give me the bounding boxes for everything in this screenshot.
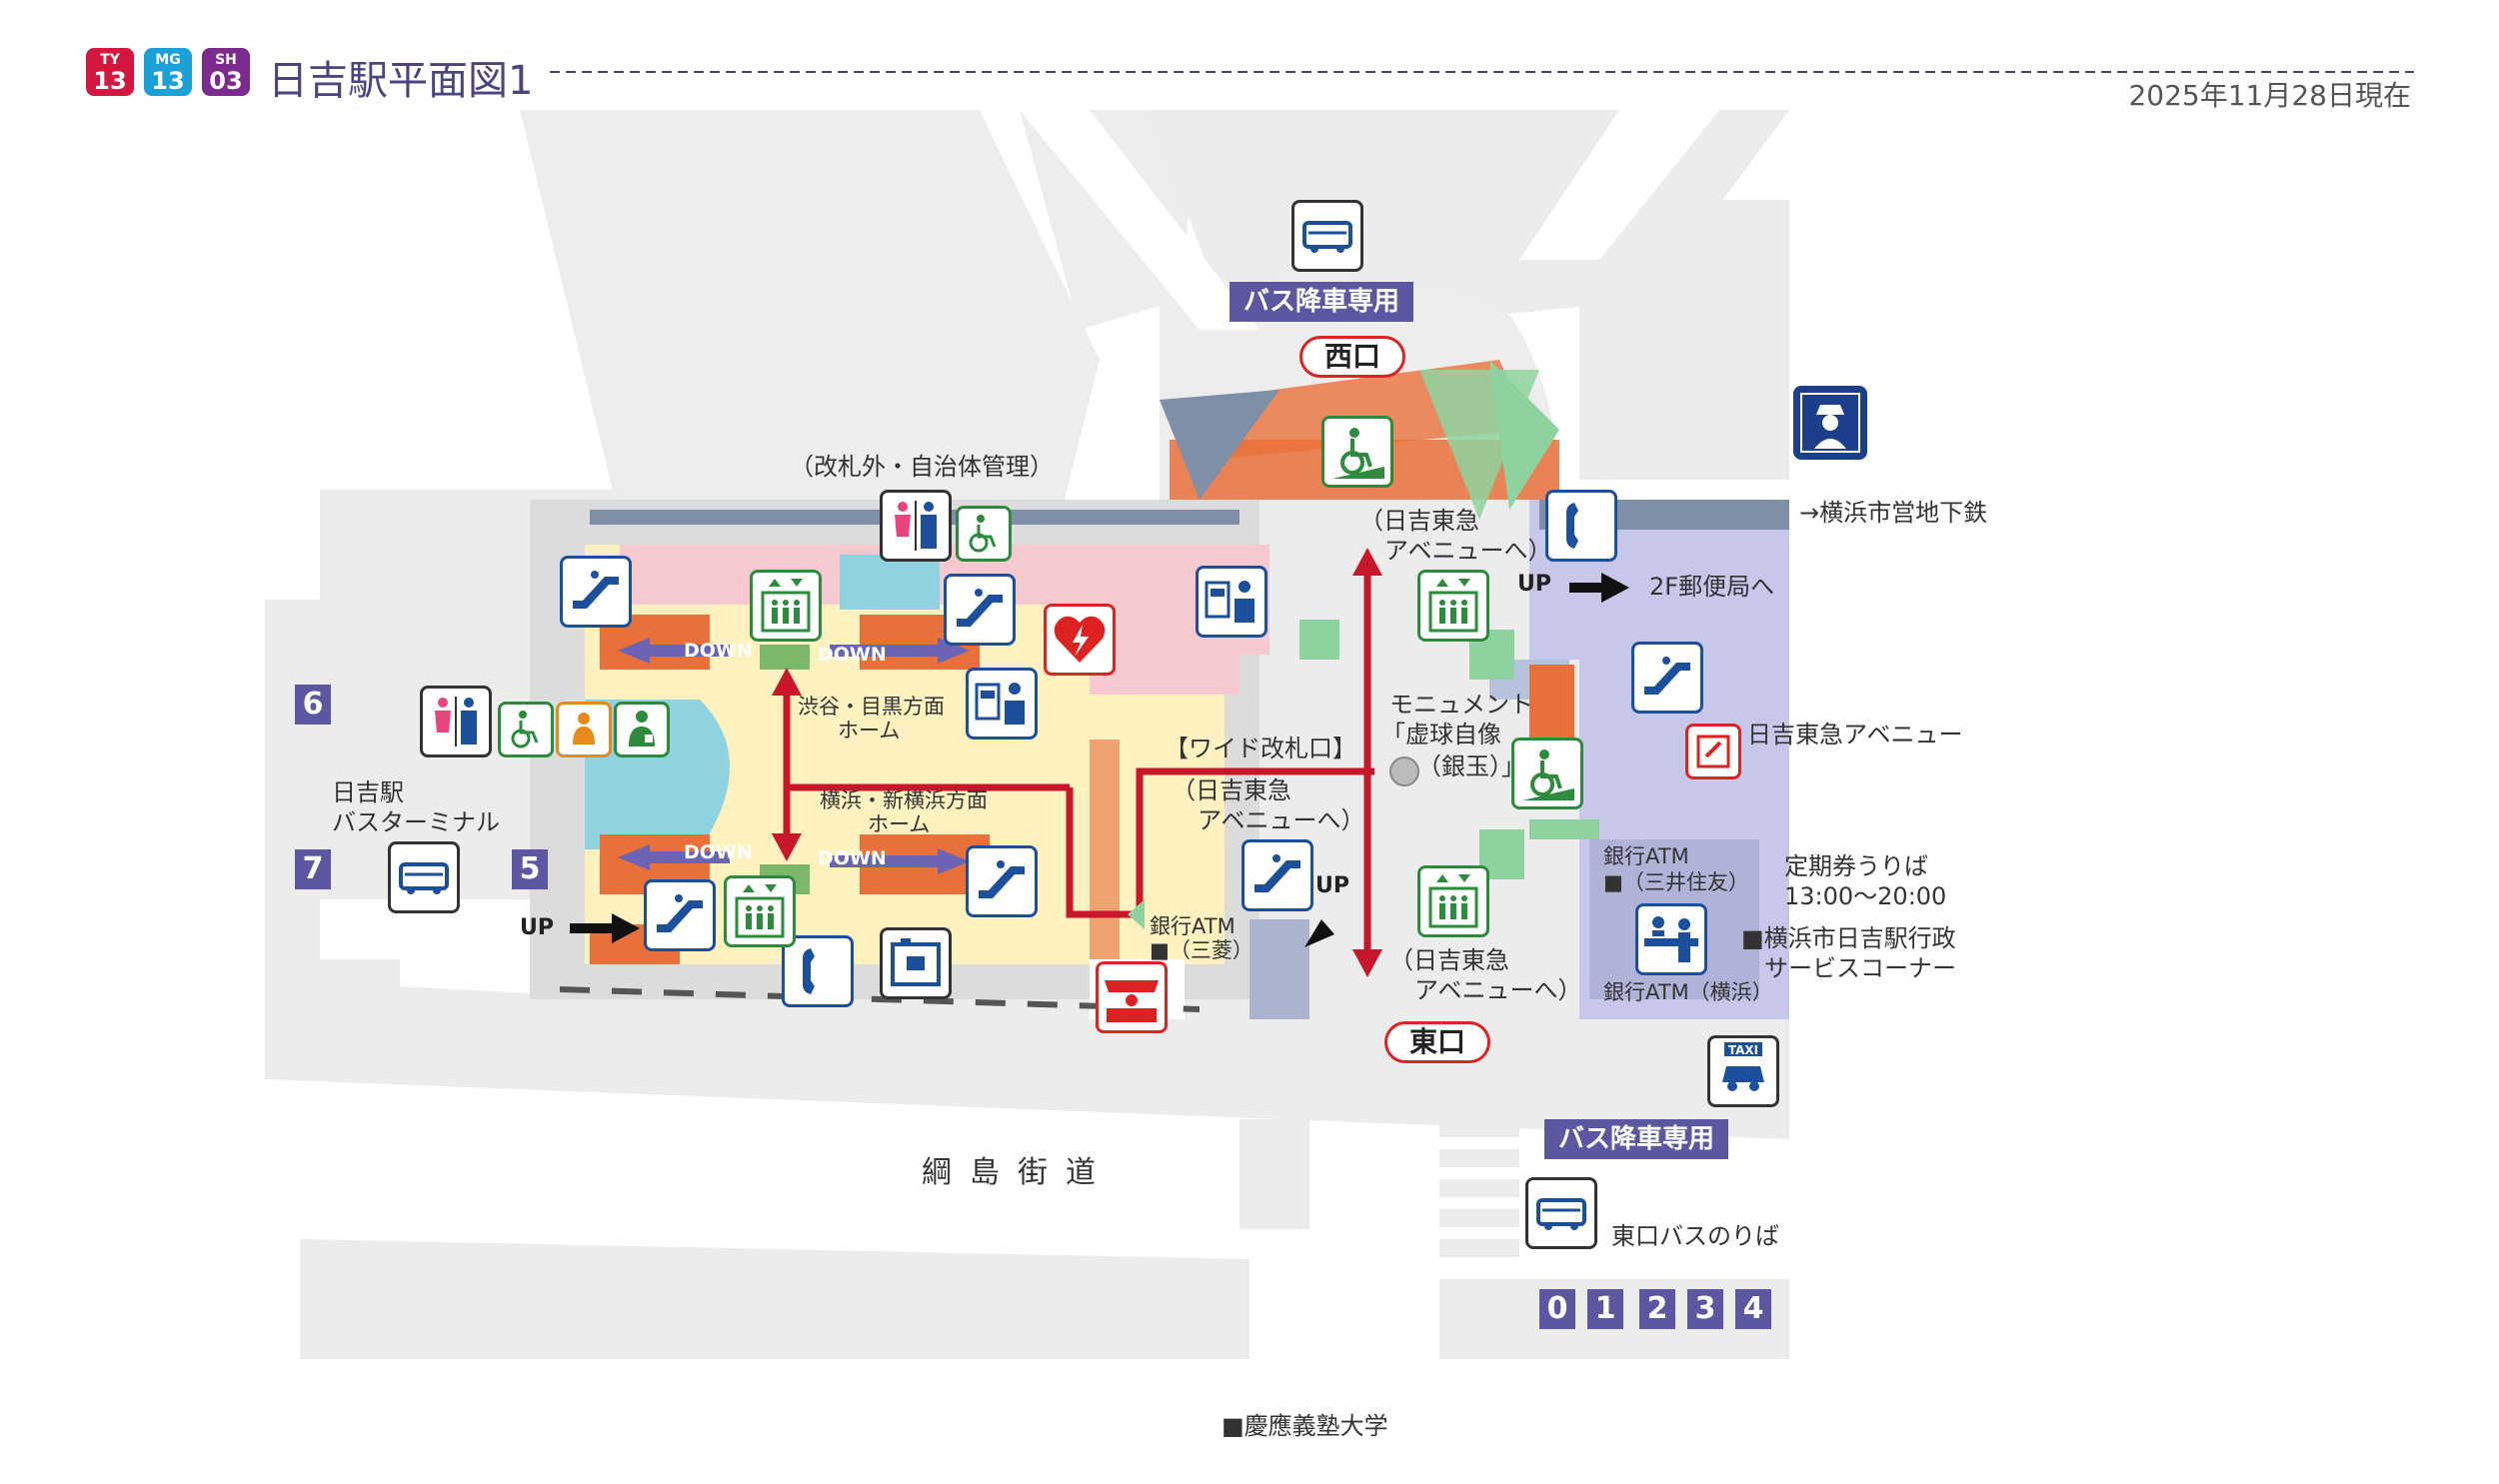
ticket-machine-icon — [1196, 566, 1267, 638]
elevator-icon — [1417, 570, 1489, 642]
to-avenue-mid-1: （日吉東急 — [1172, 776, 1291, 804]
to-avenue-top-1: （日吉東急 — [1359, 507, 1479, 535]
bus-icon — [1525, 1177, 1597, 1249]
west-exit-label: 西口 — [1299, 336, 1405, 378]
elevator-icon — [724, 875, 796, 947]
baby-care-icon — [556, 702, 612, 757]
to-avenue-bottom-2: アベニューへ） — [1414, 976, 1582, 1004]
telephone-icon — [782, 935, 854, 1007]
elevator-icon — [1417, 865, 1489, 937]
station-office-icon — [1635, 903, 1707, 975]
bus-drop-off-east-tag: バス降車専用 — [1544, 1119, 1729, 1159]
bus-stop-7: 7 — [295, 849, 331, 889]
wheelchair-icon — [498, 702, 554, 757]
road-name: 綱島街道 — [922, 1155, 1114, 1190]
ostomate-icon — [614, 702, 670, 757]
monument-label-1: モニュメント — [1389, 691, 1533, 719]
escalator-icon — [944, 574, 1016, 646]
to-avenue-bottom-1: （日吉東急 — [1389, 946, 1509, 974]
yokohama-platform-label-1: 横浜・新横浜方面 — [820, 788, 988, 812]
up-label-center: UP — [1315, 873, 1349, 898]
to-avenue-top-2: アベニューへ） — [1384, 537, 1552, 565]
down-label-3: DOWN — [684, 841, 753, 863]
monument-label-3: （銀玉）」 — [1417, 752, 1525, 780]
east-bus-stop-label: 東口バスのりば — [1611, 1222, 1779, 1250]
taxi-sign-text: TAXI — [1728, 1043, 1758, 1057]
ticket-machine-icon — [966, 668, 1038, 740]
keio-university-label: ■慶應義塾大学 — [1222, 1412, 1388, 1440]
shibuya-platform-label-2: ホーム — [838, 719, 901, 742]
coin-locker-icon — [880, 927, 952, 999]
escalator-icon — [1242, 839, 1313, 911]
wheelchair-slope-icon — [1321, 416, 1393, 488]
bus-stop-0: 0 — [1539, 1289, 1575, 1329]
outside-gate-label: （改札外・自治体管理） — [790, 453, 1054, 481]
bus-drop-off-west-tag: バス降車専用 — [1230, 282, 1414, 322]
monument-label-2: 「虚球自像 — [1381, 721, 1501, 748]
aed-icon — [1044, 604, 1116, 676]
avenue-label: 日吉東急アベニュー — [1747, 721, 1963, 748]
down-label-1: DOWN — [684, 640, 753, 662]
bus-stop-4: 4 — [1735, 1289, 1771, 1329]
police-box-icon — [1793, 386, 1867, 460]
wheelchair-icon — [956, 506, 1012, 562]
post-office-label: 2F郵便局へ — [1649, 573, 1775, 601]
shop-icon — [1096, 961, 1168, 1033]
bus-stop-1: 1 — [1587, 1289, 1623, 1329]
commuter-pass-label-2: 13:00〜20:00 — [1784, 882, 1947, 910]
to-avenue-mid-2: アベニューへ） — [1198, 806, 1365, 834]
escalator-icon — [1631, 642, 1703, 714]
up-label-left: UP — [520, 915, 554, 940]
as-of-date: 2025年11月28日現在 — [2128, 79, 2411, 112]
down-label-2: DOWN — [818, 644, 887, 666]
atm-yokohama-label: 銀行ATM（横浜） — [1603, 980, 1773, 1004]
bus-terminal-label-1: 日吉駅 — [332, 778, 404, 806]
atm-smbc-label-2: ■（三井住友） — [1603, 870, 1749, 894]
down-label-4: DOWN — [818, 847, 887, 869]
commuter-pass-label-1: 定期券うりば — [1784, 852, 1928, 880]
escalator-icon — [560, 556, 632, 628]
restroom-icon — [880, 490, 952, 562]
yokohama-platform-label-2: ホーム — [868, 812, 931, 836]
page-title: 日吉駅平面図1 — [268, 58, 534, 104]
bus-stop-5: 5 — [512, 849, 548, 889]
east-exit-label: 東口 — [1384, 1021, 1490, 1063]
wide-gate-label: 【ワイド改札口】 — [1165, 735, 1356, 762]
escalator-icon — [644, 879, 716, 951]
telephone-icon — [1545, 490, 1617, 562]
city-service-label-2: サービスコーナー — [1764, 954, 1956, 982]
up-label-post: UP — [1517, 572, 1551, 597]
bus-terminal-label-2: バスターミナル — [332, 808, 500, 836]
taxi-icon: TAXI — [1707, 1035, 1779, 1107]
shibuya-platform-label-1: 渋谷・目黒方面 — [798, 695, 945, 719]
atm-mitsubishi-label-1: 銀行ATM — [1150, 914, 1236, 938]
bus-icon — [388, 841, 460, 913]
bus-icon — [1291, 200, 1363, 272]
bus-stop-3: 3 — [1687, 1289, 1723, 1329]
atm-icon — [1685, 724, 1741, 779]
subway-label: →横浜市営地下鉄 — [1799, 499, 1988, 527]
atm-mitsubishi-label-2: ■（三菱） — [1150, 938, 1253, 962]
bus-stop-2: 2 — [1639, 1289, 1675, 1329]
elevator-icon — [750, 570, 822, 642]
bus-stop-6: 6 — [295, 685, 331, 725]
escalator-icon — [966, 845, 1038, 917]
restroom-icon — [420, 686, 492, 757]
wheelchair-slope-icon — [1511, 738, 1583, 809]
city-service-label-1: ■横浜市日吉駅行政 — [1741, 924, 1956, 952]
atm-smbc-label-1: 銀行ATM — [1603, 844, 1689, 868]
